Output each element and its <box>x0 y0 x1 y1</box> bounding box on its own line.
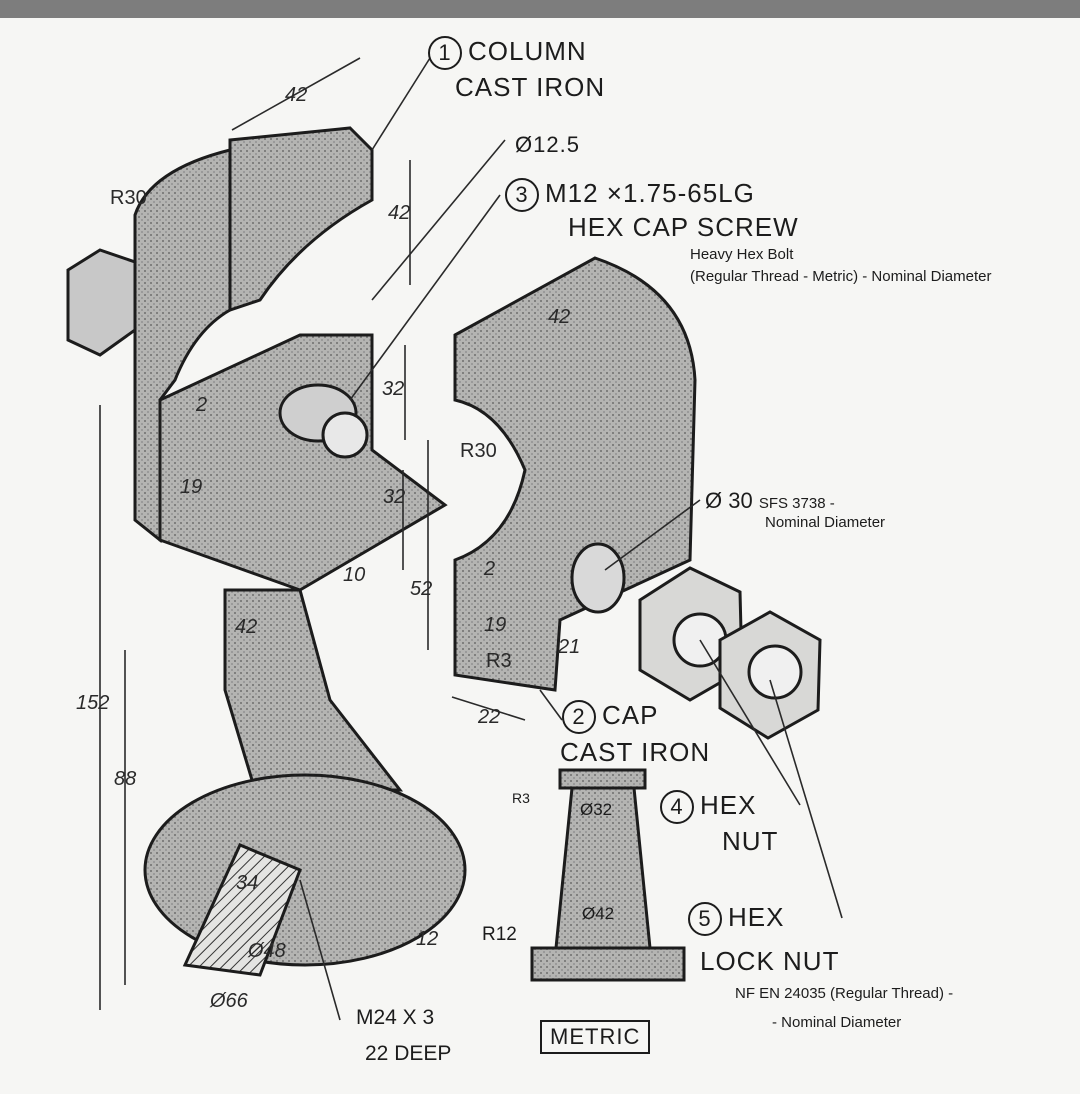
section-base <box>530 946 686 982</box>
dim-52: 52 <box>410 578 433 600</box>
column-part <box>66 126 467 977</box>
cap-section-view <box>530 768 686 982</box>
hex-nut-line2: NUT <box>722 826 779 856</box>
dim-r30-left: R30 <box>110 187 147 209</box>
dim-top-width-line <box>231 57 361 131</box>
cap-name: CAP <box>602 700 659 730</box>
screw-note-1: Heavy Hex Bolt <box>690 246 794 263</box>
screw-name: HEX CAP SCREW <box>568 212 799 242</box>
leader-hex-nut <box>699 639 801 806</box>
dim-dia-48: Ø48 <box>248 940 286 962</box>
hex-nut-line1: HEX <box>700 790 757 820</box>
leader-cap <box>539 689 563 721</box>
nuts <box>638 566 822 740</box>
callout-number-1: 1 <box>428 36 462 71</box>
lock-nut-line1: HEX <box>728 902 785 932</box>
bore-note: Ø 30 SFS 3738 - <box>705 488 835 514</box>
dim-12: 12 <box>416 928 439 950</box>
lock-nut-line2: LOCK NUT <box>700 946 840 976</box>
cap-body <box>453 256 697 692</box>
dim-19-a: 19 <box>180 476 203 498</box>
lock-nut-note-2: - Nominal Diameter <box>772 1014 902 1031</box>
leader-thread <box>299 879 341 1021</box>
callout-number-2: 2 <box>562 700 596 735</box>
dim-cap-r3: R3 <box>486 650 512 672</box>
callout-number-4: 4 <box>660 790 694 825</box>
dim-dia-66: Ø66 <box>210 990 248 1012</box>
leader-hole <box>371 139 506 301</box>
dim-height-42: 42 <box>388 202 411 224</box>
leader-column <box>371 57 431 151</box>
cap-material: CAST IRON <box>560 737 711 767</box>
dim-152: 152 <box>76 692 110 714</box>
dim-34: 34 <box>236 872 259 894</box>
dim-section-r3: R3 <box>512 790 530 806</box>
column-top-lug <box>228 126 374 313</box>
leader-lock-nut <box>769 679 843 919</box>
dim-cap-22: 22 <box>478 706 501 728</box>
cap-bolt-hole <box>570 542 626 614</box>
dim-22-line <box>451 696 526 721</box>
bore-note-2: Nominal Diameter <box>765 514 886 531</box>
dim-section-42: Ø42 <box>582 904 615 923</box>
column-section-cut <box>182 843 302 977</box>
dim-section-32: Ø32 <box>580 800 613 819</box>
callout-number-5: 5 <box>688 902 722 937</box>
dim-cap-2: 2 <box>484 558 496 580</box>
screw-note-2: (Regular Thread - Metric) - Nominal Diam… <box>690 268 992 285</box>
bore-dia: Ø 30 <box>705 488 753 513</box>
dim-32-b: 32 <box>383 486 406 508</box>
lock-nut-note-1: NF EN 24035 (Regular Thread) - <box>735 985 954 1002</box>
dim-cap-21: 21 <box>558 636 581 658</box>
bore-std: SFS 3738 - <box>758 495 835 512</box>
dim-top-width: 42 <box>285 84 308 106</box>
dim-cap-r30: R30 <box>460 440 497 462</box>
dim-10: 10 <box>343 564 366 586</box>
dim-32-a: 32 <box>382 378 405 400</box>
leader-screw <box>349 194 501 401</box>
screw-spec: M12 ×1.75-65LG <box>545 178 755 208</box>
screw-hex-head <box>66 248 137 357</box>
section-top-flange <box>558 768 647 790</box>
callout-number-3: 3 <box>505 178 539 213</box>
column-name: COLUMN <box>468 36 587 66</box>
dim-cap-19: 19 <box>484 614 507 636</box>
column-material: CAST IRON <box>455 72 606 102</box>
window-top-edge <box>0 0 1080 18</box>
column-head <box>158 333 448 592</box>
dimension-lines <box>99 57 843 1021</box>
column-stem <box>223 588 404 792</box>
dim-cap-42: 42 <box>548 306 571 328</box>
dim-42-base: 42 <box>235 616 258 638</box>
hole-dia-note: Ø12.5 <box>515 132 580 157</box>
dim-section-r12: R12 <box>482 924 517 945</box>
screw-tip <box>321 411 369 459</box>
dim-2-a: 2 <box>196 394 208 416</box>
thread-note-1: M24 X 3 <box>356 1006 435 1029</box>
thread-note-2: 22 DEEP <box>365 1042 452 1065</box>
dim-88: 88 <box>114 768 137 790</box>
leader-bore <box>604 499 701 571</box>
cap-part <box>453 256 697 692</box>
hex-lock-nut-bore <box>747 644 803 700</box>
units-label: METRIC <box>540 1020 651 1054</box>
